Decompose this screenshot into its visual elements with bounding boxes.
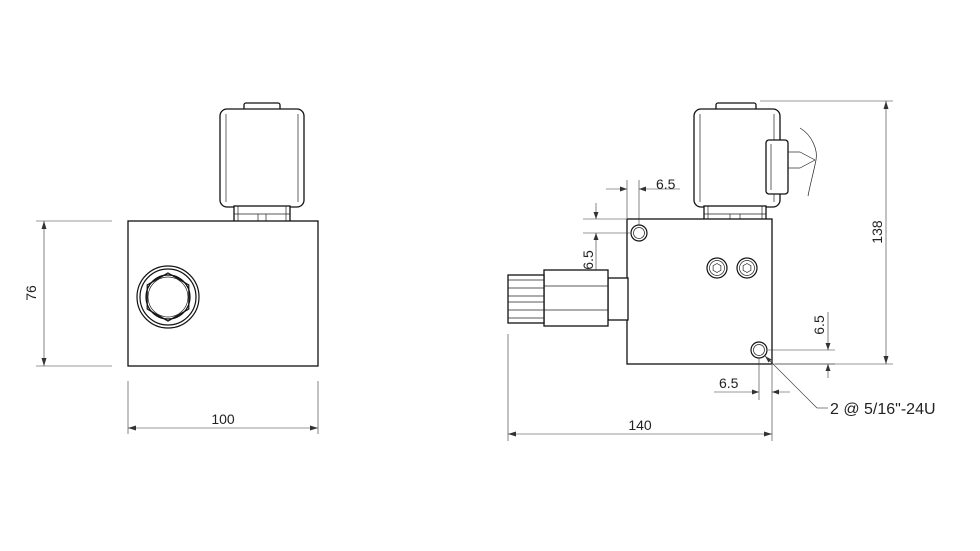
front-solenoid-coil: [219, 102, 305, 208]
front-coil-stem: [233, 205, 291, 223]
front-port-fitting: [136, 265, 200, 329]
side-electrical-connector: [765, 127, 817, 197]
side-width-label: 140: [628, 417, 652, 433]
mounting-hole-callout-label: 2 @ 5/16"-24U: [830, 401, 936, 418]
top-hole-offset-y-dimension: 6.5: [580, 203, 630, 270]
side-valve-block: [626, 218, 773, 365]
hex-socket-screw-right: [736, 257, 758, 279]
top-hole-offset-x-label: 6.5: [656, 176, 676, 192]
front-width-label: 100: [211, 411, 235, 427]
mounting-hole-callout: 2 @ 5/16"-24U: [764, 355, 936, 418]
bottom-hole-offset-y-dimension: 6.5: [768, 312, 835, 378]
top-hole-offset-y-label: 6.5: [580, 250, 596, 270]
front-view: 76 100: [23, 102, 319, 434]
side-height-label: 138: [869, 220, 885, 244]
bottom-hole-offset-y-label: 6.5: [811, 315, 827, 335]
hex-socket-screw-left: [706, 257, 728, 279]
front-width-dimension: 100: [127, 381, 319, 434]
side-port-fitting: [507, 269, 629, 327]
bottom-hole-offset-x-dimension: 6.5: [714, 358, 790, 400]
front-height-dimension: 76: [23, 220, 112, 367]
side-width-dimension: 140: [507, 334, 773, 441]
side-view: 6.5 6.5 138 6.5: [507, 100, 936, 441]
front-valve-block: [127, 220, 319, 367]
bottom-hole-offset-x-label: 6.5: [719, 375, 739, 391]
side-height-dimension: 138: [760, 100, 893, 365]
top-hole-offset-x-dimension: 6.5: [606, 176, 680, 225]
front-height-label: 76: [23, 285, 39, 301]
